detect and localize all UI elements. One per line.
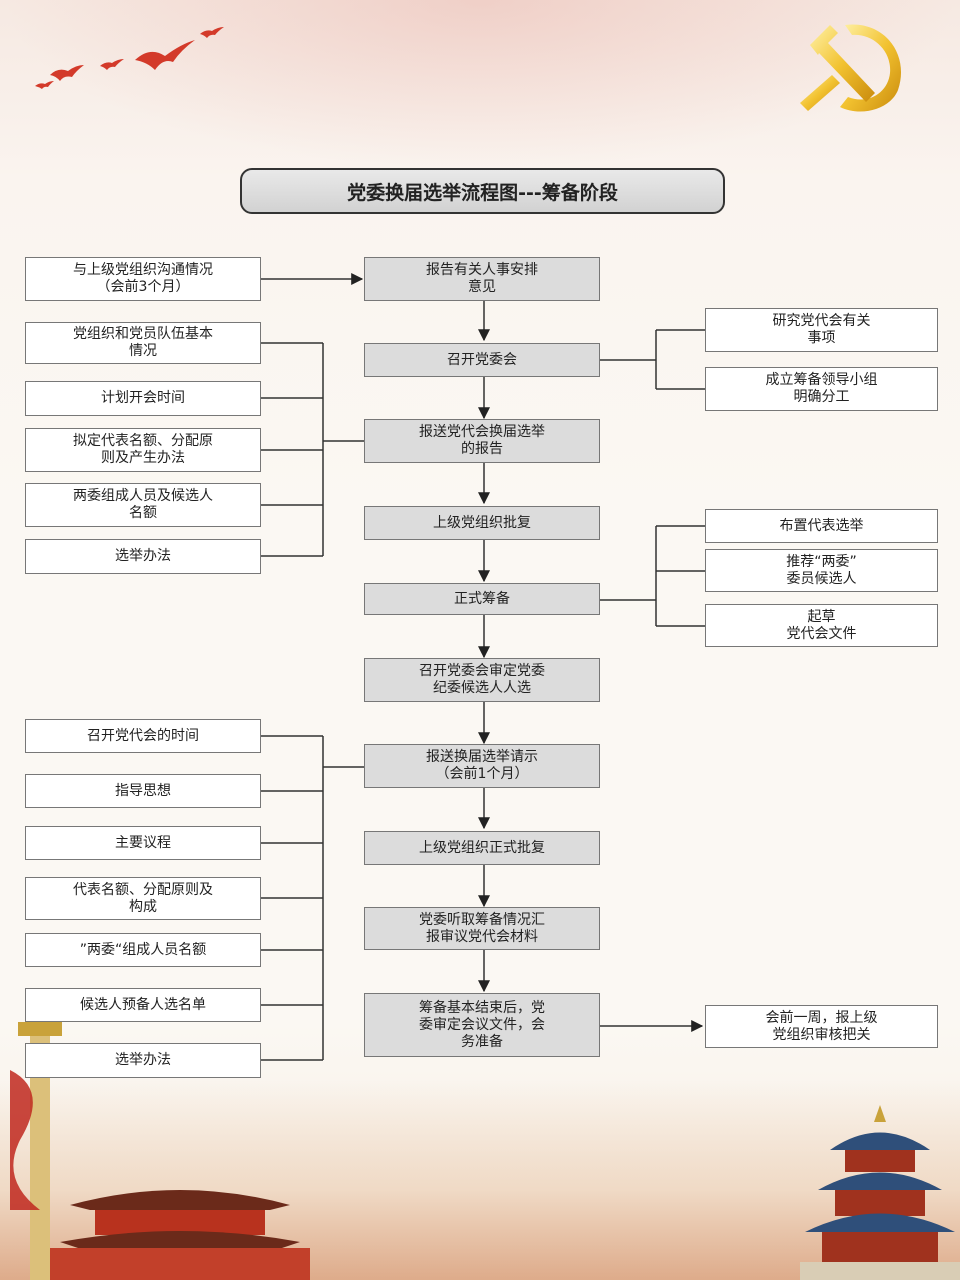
request-item: ”两委“组成人员名额 <box>25 933 261 967</box>
request-item: 主要议程 <box>25 826 261 860</box>
request-item: 代表名额、分配原则及 构成 <box>25 877 261 920</box>
top-decoration <box>0 0 960 170</box>
birds-icon <box>35 27 224 89</box>
output-recommend-candidates: 推荐“两委” 委员候选人 <box>705 549 938 592</box>
step-hear-preparation: 党委听取筹备情况汇 报审议党代会材料 <box>364 907 600 950</box>
step-superior-approval: 上级党组织批复 <box>364 506 600 540</box>
input-communicate: 与上级党组织沟通情况 （会前3个月） <box>25 257 261 301</box>
step-formal-approval: 上级党组织正式批复 <box>364 831 600 865</box>
request-item: 候选人预备人选名单 <box>25 988 261 1022</box>
step-committee-meeting: 召开党委会 <box>364 343 600 377</box>
step-finalize-documents: 筹备基本结束后，党 委审定会议文件，会 务准备 <box>364 993 600 1057</box>
gate-icon <box>50 1190 310 1280</box>
temple-icon <box>800 1105 960 1280</box>
report-item: 拟定代表名额、分配原 则及产生办法 <box>25 428 261 472</box>
output-draft-documents: 起草 党代会文件 <box>705 604 938 647</box>
pillar-icon <box>10 1022 62 1280</box>
report-item: 两委组成人员及候选人 名额 <box>25 483 261 527</box>
step-submit-election-report: 报送党代会换届选举 的报告 <box>364 419 600 463</box>
party-emblem-icon <box>800 24 902 112</box>
report-item: 计划开会时间 <box>25 381 261 416</box>
step-submit-request: 报送换届选举请示 （会前1个月） <box>364 744 600 788</box>
output-deploy-election: 布置代表选举 <box>705 509 938 543</box>
output-leading-group: 成立筹备领导小组 明确分工 <box>705 367 938 411</box>
step-review-candidates: 召开党委会审定党委 纪委候选人人选 <box>364 658 600 702</box>
page-title: 党委换届选举流程图---筹备阶段 <box>240 168 725 214</box>
report-item: 党组织和党员队伍基本 情况 <box>25 322 261 364</box>
report-item: 选举办法 <box>25 539 261 574</box>
step-formal-preparation: 正式筹备 <box>364 583 600 615</box>
request-item: 指导思想 <box>25 774 261 808</box>
request-item: 选举办法 <box>25 1043 261 1078</box>
step-report-personnel: 报告有关人事安排 意见 <box>364 257 600 301</box>
output-study-matters: 研究党代会有关 事项 <box>705 308 938 352</box>
request-item: 召开党代会的时间 <box>25 719 261 753</box>
output-submit-review: 会前一周，报上级 党组织审核把关 <box>705 1005 938 1048</box>
